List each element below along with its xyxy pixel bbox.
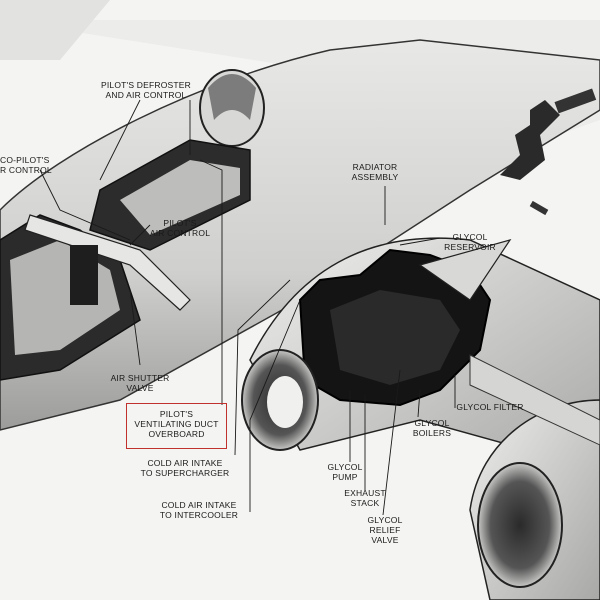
label-defroster: PILOT'S DEFROSTER AND AIR CONTROL	[100, 80, 192, 100]
left-wing-edge	[0, 0, 110, 60]
label-cold-air-supercharger: COLD AIR INTAKE TO SUPERCHARGER	[140, 458, 230, 478]
label-exhaust-stack: EXHAUST STACK	[344, 488, 386, 508]
label-ventilating-duct: PILOT'S VENTILATING DUCT OVERBOARD	[134, 409, 219, 439]
label-glycol-relief-valve: GLYCOL RELIEF VALVE	[367, 515, 403, 545]
label-cold-air-intercooler: COLD AIR INTAKE TO INTERCOOLER	[159, 500, 239, 520]
leader-lines	[39, 99, 456, 516]
label-glycol-pump: GLYCOL PUMP	[327, 462, 363, 482]
label-glycol-reservoir: GLYCOL RESERVOIR	[444, 232, 496, 252]
right-engine-intake	[477, 462, 563, 588]
wing-piping	[500, 100, 560, 180]
label-air-shutter-valve: AIR SHUTTER VALVE	[110, 373, 170, 393]
label-pilot-air-control: PILOT'S AIR CONTROL	[149, 218, 211, 238]
label-glycol-boilers: GLYCOL BOILERS	[412, 418, 452, 438]
label-glycol-filter: GLYCOL FILTER	[456, 402, 524, 412]
propeller-spinner	[418, 238, 512, 301]
label-radiator-assembly: RADIATOR ASSEMBLY	[351, 162, 399, 182]
label-copilot-control: CO-PILOT'S R CONTROL	[0, 155, 52, 175]
glycol-filter-tube	[469, 354, 600, 446]
highlight-box	[126, 403, 227, 449]
